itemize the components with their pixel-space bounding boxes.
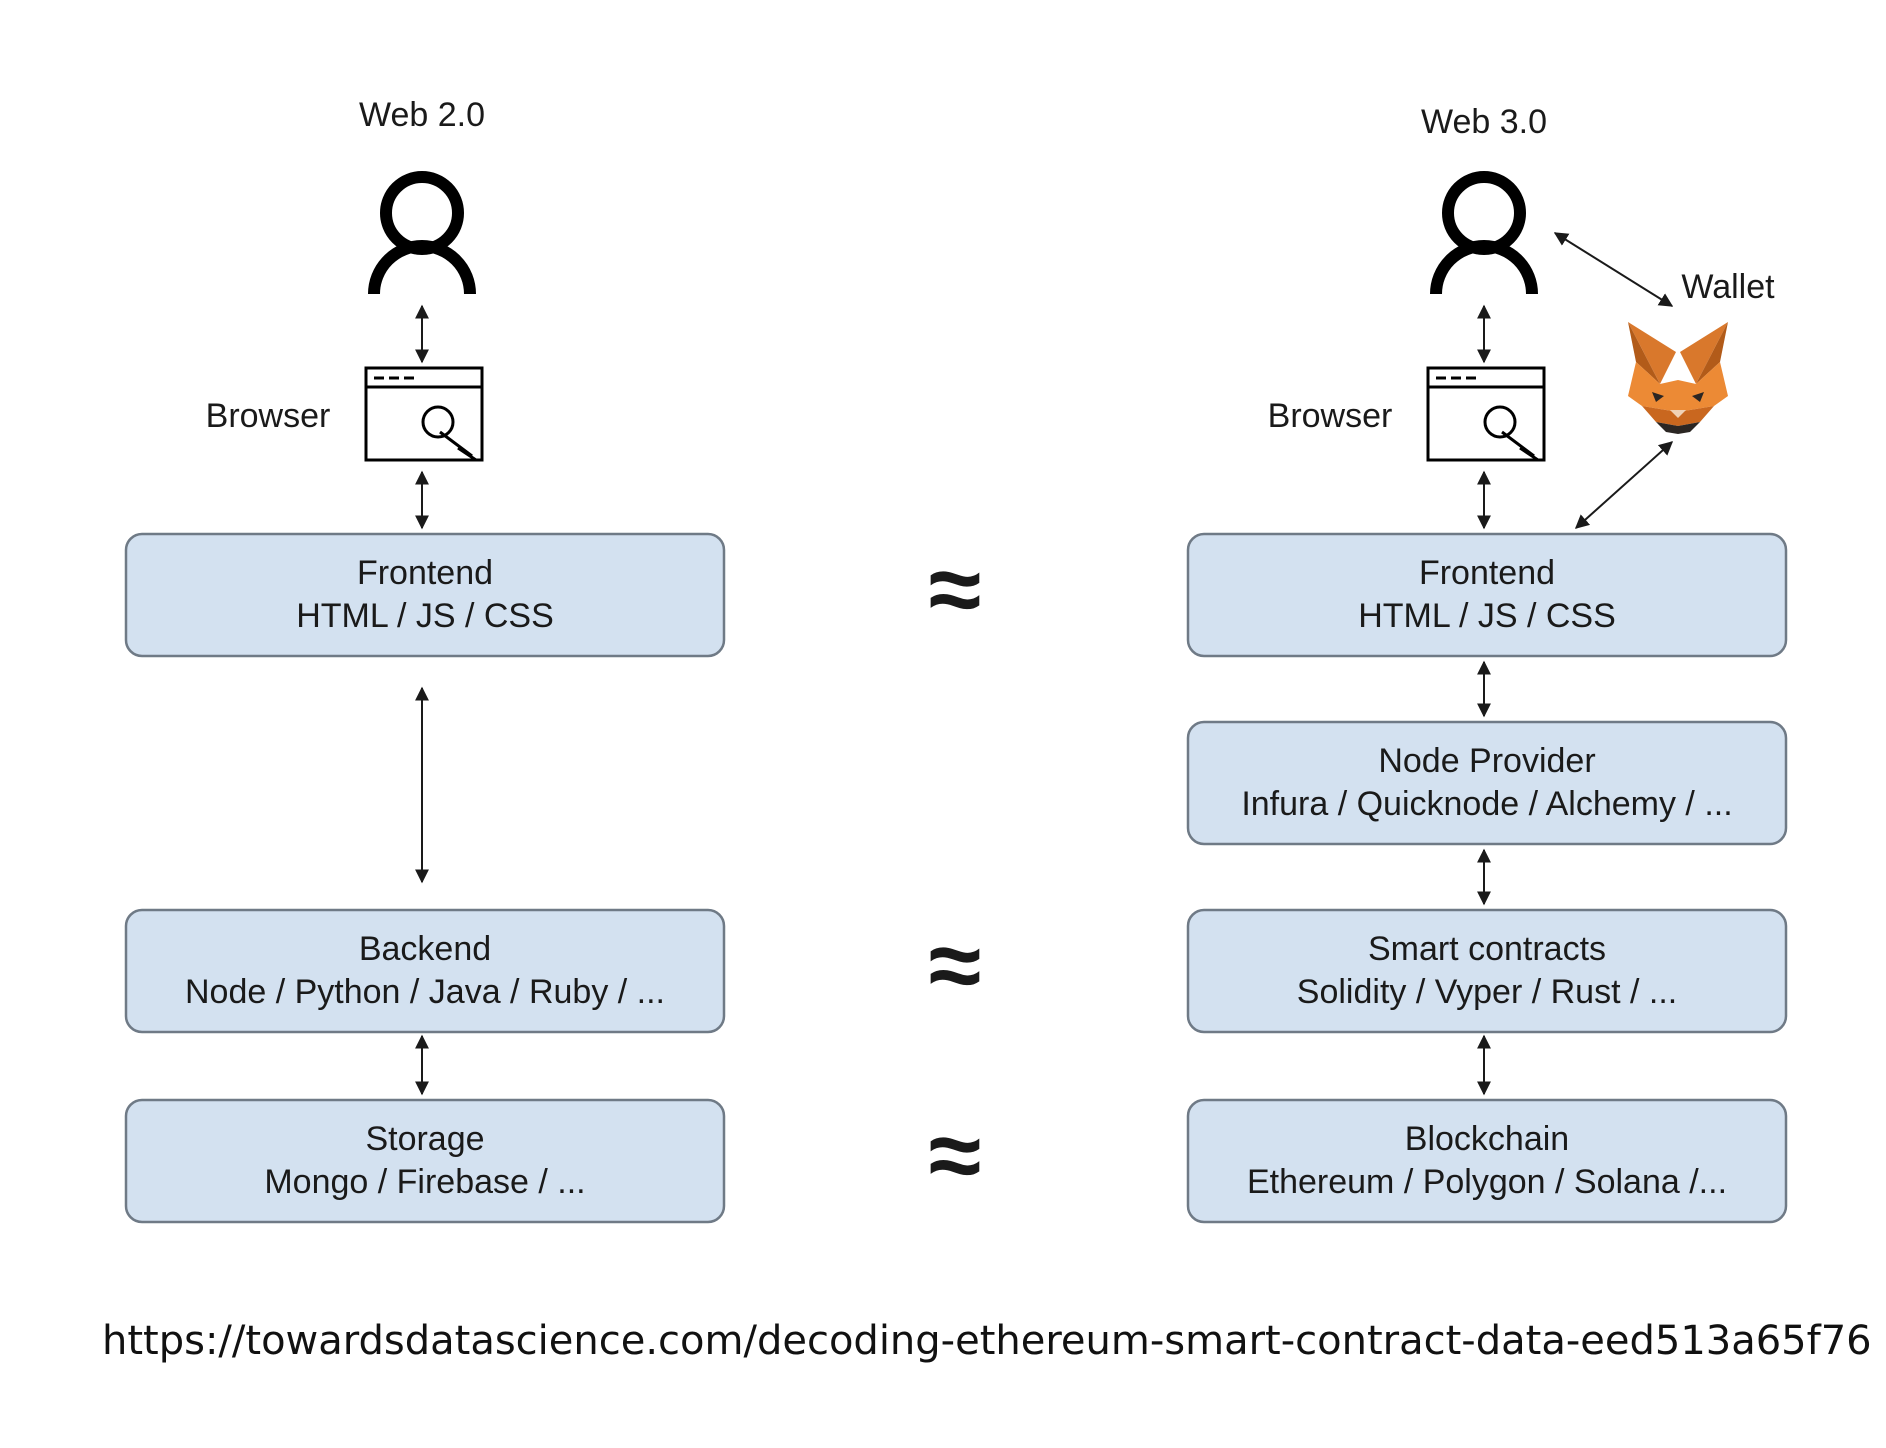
web3-browser-label: Browser [1268,397,1393,435]
web3-node-provider-subtitle: Infura / Quicknode / Alchemy / ... [1241,785,1732,823]
web2-backend-subtitle: Node / Python / Java / Ruby / ... [185,973,665,1011]
web2-storage-subtitle: Mongo / Firebase / ... [264,1163,585,1201]
web2-frontend-subtitle: HTML / JS / CSS [296,597,554,635]
user-wallet-arrow [1553,232,1674,307]
wallet-frontend-arrow [1574,441,1674,529]
web3-smart-contracts-box: Smart contracts Solidity / Vyper / Rust … [1186,908,1788,1034]
web3-blockchain-box: Blockchain Ethereum / Polygon / Solana /… [1186,1098,1788,1224]
web3-frontend-box: Frontend HTML / JS / CSS [1186,532,1788,658]
web3-blockchain-title: Blockchain [1405,1120,1569,1158]
web3-browser-window-wrench-icon [1426,366,1546,462]
web2-storage-title: Storage [365,1120,484,1158]
web3-smart-contracts-subtitle: Solidity / Vyper / Rust / ... [1297,973,1677,1011]
web2-browser-window-wrench-icon [364,366,484,462]
web3-node-provider-title: Node Provider [1378,742,1595,780]
web2-browser-label: Browser [206,397,331,435]
source-url-link[interactable]: https://towardsdatascience.com/decoding-… [102,1318,1872,1364]
web2-title: Web 2.0 [359,96,485,134]
web2-frontend-box: Frontend HTML / JS / CSS [124,532,726,658]
metamask-fox-icon [1628,322,1728,434]
web2-backend-title: Backend [359,930,491,968]
web3-wallet-label: Wallet [1681,268,1775,306]
approx-symbol-frontend: ≈ [929,536,982,643]
web3-smart-contracts-title: Smart contracts [1368,930,1606,968]
web2-frontend-title: Frontend [357,554,493,592]
web2-user-icon [368,171,476,295]
approx-symbol-storage: ≈ [929,1102,982,1209]
web3-frontend-title: Frontend [1419,554,1555,592]
web3-blockchain-subtitle: Ethereum / Polygon / Solana /... [1247,1163,1727,1201]
web2-backend-box: Backend Node / Python / Java / Ruby / ..… [124,908,726,1034]
approx-symbol-backend: ≈ [929,912,982,1019]
web2-storage-box: Storage Mongo / Firebase / ... [124,1098,726,1224]
web3-title: Web 3.0 [1421,103,1547,141]
web3-frontend-subtitle: HTML / JS / CSS [1358,597,1616,635]
web3-user-icon [1430,171,1538,295]
web3-node-provider-box: Node Provider Infura / Quicknode / Alche… [1186,720,1788,846]
